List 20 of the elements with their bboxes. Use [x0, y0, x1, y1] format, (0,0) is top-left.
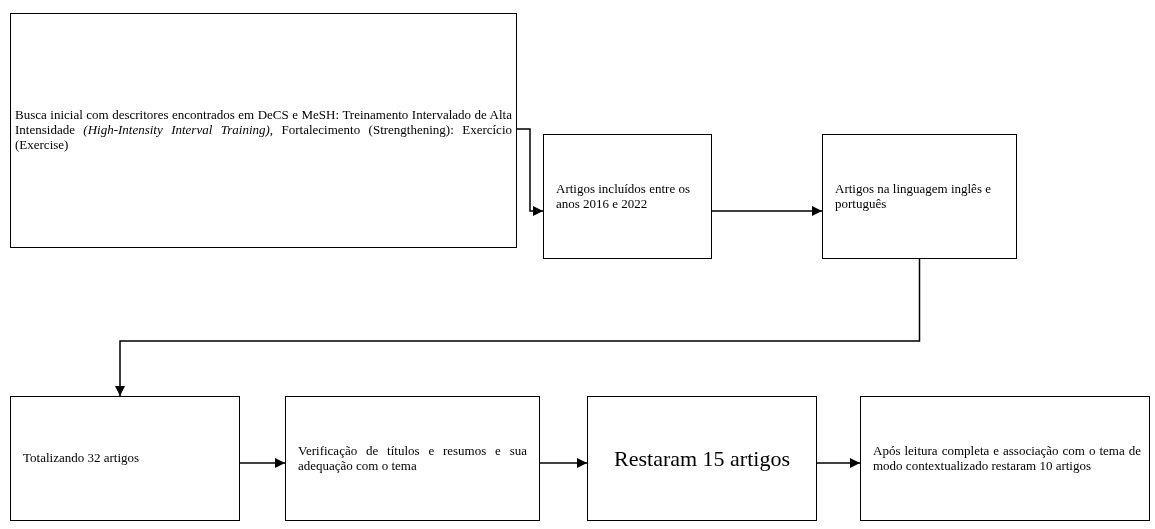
arrow [239, 457, 286, 469]
arrow [711, 205, 823, 217]
box-text: Busca inicial com descritores encontrados em DeCS e MeSH: Treinamento Intervalado de Alta Intensidade (High-Intensity Interval Training), Fortalecimento (Strengthening): Exercício (Exercise) [15, 108, 512, 153]
process-box [860, 396, 1150, 521]
box-text: Artigos na linguagem inglês e português [835, 181, 992, 212]
box-text: Após leitura completa e associação com o tema de modo contextualizado restaram 10 artigos [873, 443, 1141, 474]
process-box [10, 13, 517, 248]
process-box [543, 134, 712, 259]
arrow [816, 457, 861, 469]
arrow [539, 457, 588, 469]
box-text: Artigos incluídos entre os anos 2016 e 2022 [556, 181, 691, 212]
arrow [114, 258, 921, 397]
box-text: Totalizando 32 artigos [23, 451, 141, 466]
process-box [285, 396, 540, 521]
process-box [822, 134, 1017, 259]
process-box [10, 396, 240, 521]
process-box [587, 396, 817, 521]
arrow [516, 128, 544, 217]
box-text: Restaram 15 artigos [613, 445, 791, 472]
box-text: Verificação de títulos e resumos e sua adequação com o tema [298, 443, 527, 474]
